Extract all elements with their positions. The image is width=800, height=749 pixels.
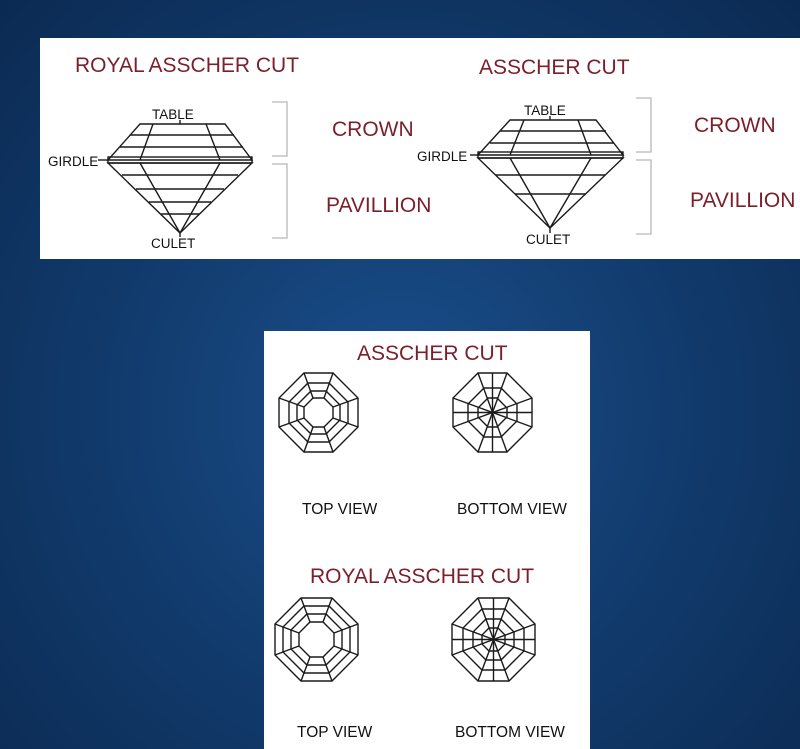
asscher-crown-outline [476,119,625,156]
royal-top-corner-1 [300,597,311,623]
royal-top-corner-8 [274,623,300,634]
asscher-crown-facet-right [577,119,592,156]
royal-pavilion-facet-right [179,162,221,234]
asscher-top-corner-4 [332,417,359,428]
asscher-top-view-label: TOP VIEW [302,501,378,518]
asscher-crown-label: CROWN [694,114,776,137]
royal-crown-facet-right [205,123,221,161]
asscher-top-view-diagram [278,372,359,453]
asscher-top-corner-5 [323,426,334,453]
asscher-table-label: TABLE [524,103,566,118]
royal-top-corner-4 [333,645,359,656]
royal-asscher-top-view-label: TOP VIEW [297,724,373,741]
asscher-face-title: ASSCHER CUT [357,342,508,365]
asscher-pavilion-label: PAVILLION [690,189,796,212]
royal-top-corner-6 [300,656,311,682]
royal-table-label: TABLE [152,107,194,122]
face-view-panel: ASSCHER CUT TOP VIE [264,331,590,749]
royal-girdle-label: GIRDLE [48,154,99,169]
asscher-pavilion-bracket [636,159,652,235]
asscher-profile-diagram [470,97,652,235]
royal-pavilion-outline [106,162,254,234]
asscher-pavilion-facet-right [549,157,592,229]
asscher-top-view-facets [278,372,359,453]
royal-crown-bracket [272,101,288,157]
royal-culet-label: CULET [151,236,196,251]
royal-crown-outline [106,123,254,161]
asscher-bottom-view-facets [452,372,533,453]
royal-crown-facet-left [139,123,154,161]
asscher-bottom-ring-3 [477,397,508,428]
royal-asscher-top-view-diagram [274,597,359,682]
asscher-crown-facet-left [509,119,525,156]
royal-asscher-face-title: ROYAL ASSCHER CUT [310,565,535,588]
asscher-pavilion-outline [476,157,625,229]
royal-top-corner-5 [322,656,333,682]
asscher-top-corner-6 [303,426,314,453]
royal-asscher-bottom-view-diagram [451,597,536,682]
royal-asscher-profile-diagram [98,101,288,239]
asscher-top-corner-3 [332,397,359,408]
royal-top-corner-7 [274,645,300,656]
royal-crown-label: CROWN [332,118,414,141]
royal-pavilion-facet-left [139,162,181,234]
asscher-pavilion-facet-left [509,157,551,229]
asscher-culet-label: CULET [526,232,571,247]
royal-pavilion-label: PAVILLION [326,194,432,217]
side-profile-panel: ROYAL ASSCHER CUT TABLE GIRDLE CULET CRO… [40,38,800,259]
royal-top-corner-3 [333,623,359,634]
royal-asscher-bottom-view-facets [451,597,536,682]
asscher-top-corner-7 [278,417,305,428]
asscher-girdle-label: GIRDLE [417,149,468,164]
royal-top-corner-2 [322,597,333,623]
asscher-crown-bracket [636,97,652,153]
royal-asscher-side-title: ROYAL ASSCHER CUT [75,54,300,77]
asscher-side-title: ASSCHER CUT [479,56,630,79]
asscher-top-corner-1 [303,372,314,399]
asscher-bottom-view-label: BOTTOM VIEW [457,501,567,518]
royal-pavilion-bracket [272,163,288,239]
royal-asscher-bottom-view-label: BOTTOM VIEW [455,724,565,741]
asscher-top-corner-8 [278,397,305,408]
asscher-bottom-view-diagram [452,372,533,453]
royal-asscher-top-view-facets [274,597,359,682]
asscher-top-corner-2 [323,372,334,399]
